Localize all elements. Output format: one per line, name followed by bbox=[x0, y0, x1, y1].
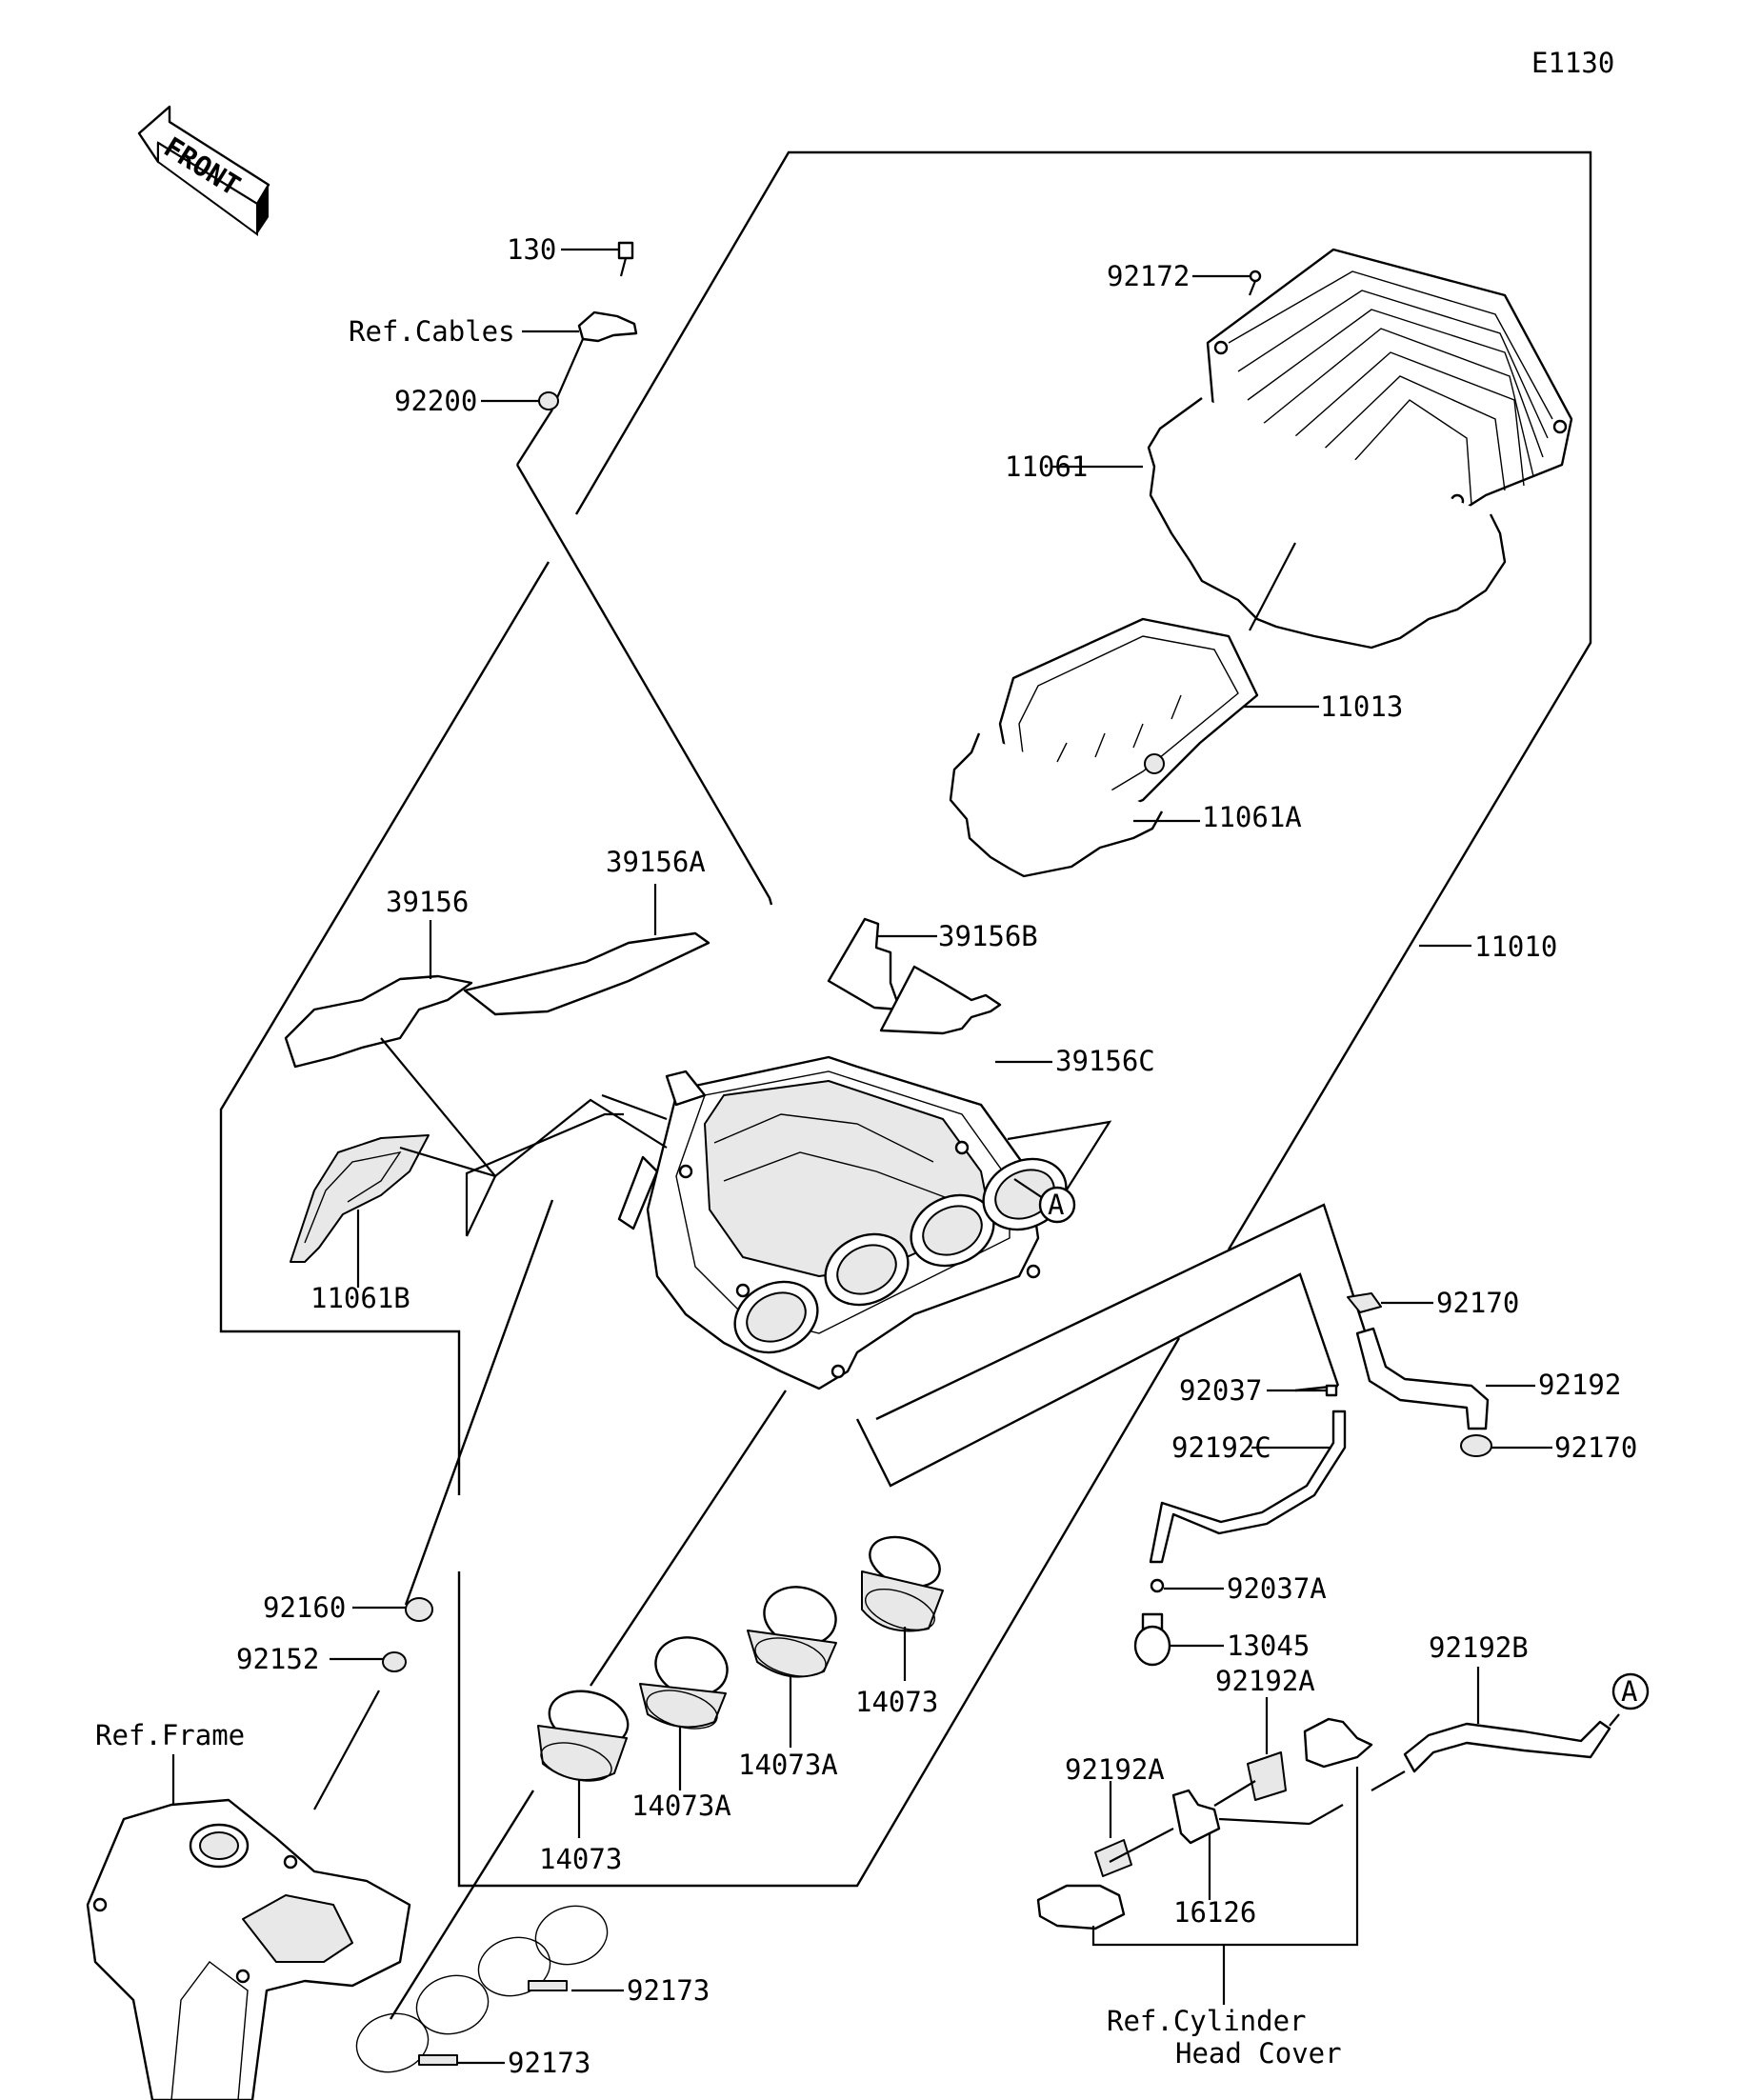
cable-bracket bbox=[522, 310, 638, 401]
boot-14073-right bbox=[861, 1535, 944, 1681]
leader-92160 bbox=[404, 1199, 554, 1606]
collar-92152 bbox=[313, 1651, 407, 1810]
part-label-14073A-left: 14073A bbox=[631, 1790, 731, 1822]
part-label-16126: 16126 bbox=[1173, 1896, 1256, 1929]
part-label-92192B: 92192B bbox=[1429, 1631, 1529, 1664]
part-label-11061: 11061 bbox=[1005, 450, 1088, 483]
leader-boot-left bbox=[589, 1390, 788, 1687]
hose-92192C bbox=[1149, 1410, 1347, 1564]
frame-part bbox=[86, 1754, 411, 2100]
part-label-92037A: 92037A bbox=[1227, 1572, 1327, 1605]
boot-14073A-left bbox=[639, 1636, 729, 1790]
duct-piece-39156A bbox=[463, 884, 710, 1016]
part-label-92160: 92160 bbox=[263, 1591, 346, 1624]
air-box-housing bbox=[617, 1055, 1068, 1390]
part-label-130: 130 bbox=[507, 233, 556, 266]
clip-92037A bbox=[1150, 1578, 1224, 1593]
part-label-11061B: 11061B bbox=[310, 1282, 410, 1314]
part-label-39156: 39156 bbox=[386, 886, 469, 918]
part-label-11013: 11013 bbox=[1320, 690, 1403, 723]
hose-92192 bbox=[1355, 1327, 1535, 1430]
plate-39156C bbox=[879, 965, 1052, 1064]
leader-clamps bbox=[389, 1790, 535, 2020]
part-label-14073-right: 14073 bbox=[855, 1686, 938, 1718]
marker-a-bottom: A bbox=[1611, 1672, 1650, 1710]
boot-14073-left bbox=[537, 1690, 630, 1838]
gasket-11061 bbox=[1051, 397, 1507, 650]
diagram-code: E1130 bbox=[1531, 47, 1614, 79]
part-label-39156C: 39156C bbox=[1055, 1045, 1155, 1077]
grommet-92200 bbox=[481, 391, 559, 410]
part-label-92172: 92172 bbox=[1107, 260, 1190, 292]
hose-92192B bbox=[1371, 1667, 1620, 1791]
bolt-130 bbox=[561, 241, 634, 277]
part-label-92173-upper: 92173 bbox=[627, 1974, 710, 2007]
part-label-92170-top: 92170 bbox=[1436, 1287, 1519, 1319]
part-label-92192A-top: 92192A bbox=[1215, 1665, 1315, 1697]
boot-14073A-mid bbox=[747, 1586, 837, 1748]
damper-92160 bbox=[352, 1597, 433, 1622]
part-label-13045: 13045 bbox=[1227, 1630, 1310, 1662]
reed-valve-assembly bbox=[1036, 1717, 1373, 2005]
svg-text:A: A bbox=[1621, 1675, 1637, 1708]
clamp-92170-bottom bbox=[1460, 1434, 1552, 1457]
ref-frame-label: Ref.Frame bbox=[95, 1719, 245, 1751]
clamp-92170-top bbox=[1347, 1292, 1433, 1313]
screw-92172 bbox=[1192, 270, 1262, 296]
part-label-39156A: 39156A bbox=[606, 846, 706, 878]
cap-13045 bbox=[1133, 1612, 1224, 1667]
part-label-92192C: 92192C bbox=[1171, 1431, 1271, 1464]
part-label-92192A-left: 92192A bbox=[1065, 1753, 1165, 1786]
part-label-92037: 92037 bbox=[1179, 1374, 1262, 1407]
marker-a-top: A bbox=[1007, 1120, 1112, 1224]
part-label-11061A: 11061A bbox=[1202, 801, 1302, 833]
fitting-92037 bbox=[1267, 1384, 1338, 1397]
front-arrow-icon: FRONT bbox=[137, 105, 270, 236]
part-label-11010: 11010 bbox=[1474, 930, 1557, 963]
assembly-outline bbox=[219, 150, 1592, 1888]
clamps-92173 bbox=[355, 1905, 624, 2073]
part-label-14073-left: 14073 bbox=[539, 1843, 622, 1875]
ref-cylinder-label-line1: Ref.Cylinder bbox=[1107, 2005, 1307, 2037]
gasket-11061A bbox=[949, 705, 1319, 878]
ref-cylinder-label-line2: Head Cover bbox=[1175, 2037, 1342, 2070]
part-label-92192: 92192 bbox=[1538, 1369, 1621, 1401]
part-label-39156B: 39156B bbox=[938, 920, 1038, 952]
part-label-14073A-mid: 14073A bbox=[738, 1749, 838, 1781]
part-label-92170-bottom: 92170 bbox=[1554, 1431, 1637, 1464]
part-label-92173-lower: 92173 bbox=[508, 2047, 590, 2079]
duct-piece-39156 bbox=[284, 920, 473, 1069]
seal-11061B bbox=[290, 1037, 668, 1288]
part-label-92152: 92152 bbox=[236, 1643, 319, 1675]
svg-text:A: A bbox=[1048, 1189, 1064, 1221]
ref-cables-label: Ref.Cables bbox=[349, 315, 515, 348]
plate-39156B bbox=[827, 917, 937, 1011]
part-label-92200: 92200 bbox=[394, 385, 477, 417]
